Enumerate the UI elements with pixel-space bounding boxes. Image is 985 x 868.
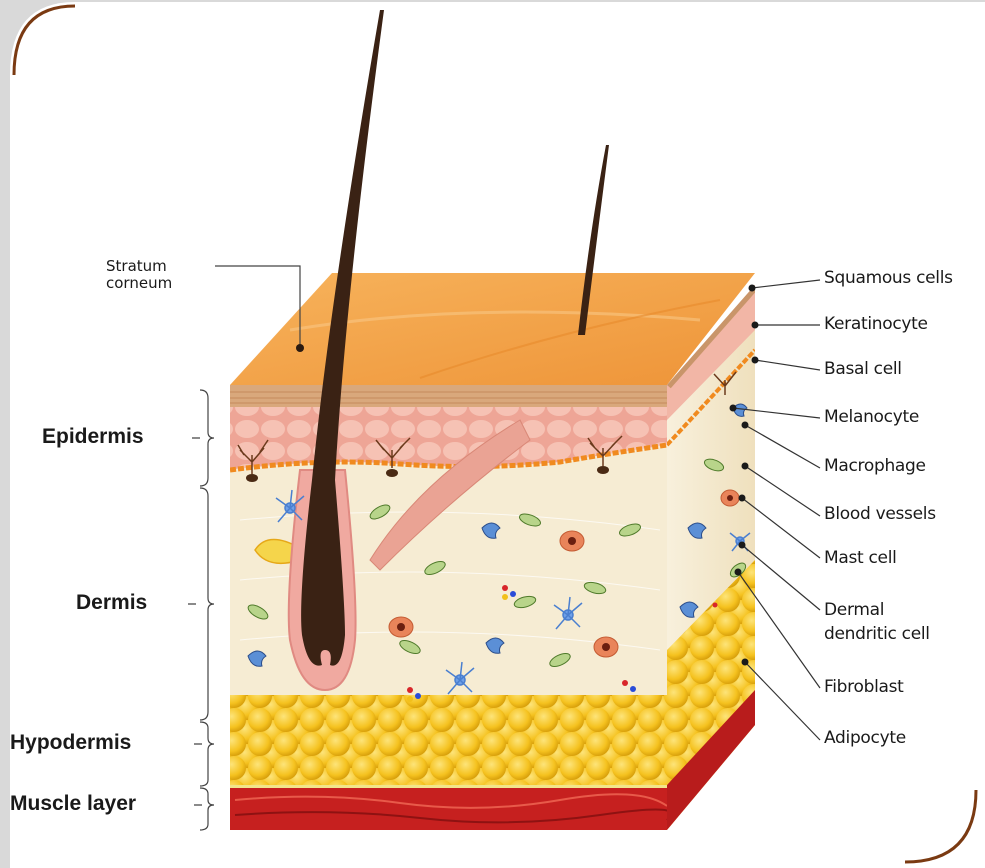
label-dermal-dendritic-cell: Dermal dendritic cell: [824, 598, 930, 646]
label-keratinocyte: Keratinocyte: [824, 314, 928, 334]
hypodermis-layer: [230, 695, 667, 785]
label-epidermis: Epidermis: [42, 425, 144, 449]
label-hypodermis: Hypodermis: [10, 731, 131, 755]
label-dermis: Dermis: [76, 591, 147, 615]
label-adipocyte: Adipocyte: [824, 728, 906, 748]
label-macrophage: Macrophage: [824, 456, 926, 476]
label-squamous-cells: Squamous cells: [824, 268, 953, 288]
stratum-corneum-layer: [230, 385, 667, 407]
label-muscle-layer: Muscle layer: [10, 792, 136, 816]
label-stratum-corneum-line2: corneum: [106, 275, 172, 292]
label-basal-cell: Basal cell: [824, 359, 902, 379]
label-dermal-dendritic-line2: dendritic cell: [824, 622, 930, 646]
label-stratum-corneum: Stratum corneum: [106, 258, 172, 292]
label-dermal-dendritic-line1: Dermal: [824, 598, 930, 622]
label-mast-cell: Mast cell: [824, 548, 897, 568]
label-fibroblast: Fibroblast: [824, 677, 904, 697]
label-melanocyte: Melanocyte: [824, 407, 919, 427]
label-stratum-corneum-line1: Stratum: [106, 258, 172, 275]
label-blood-vessels: Blood vessels: [824, 504, 936, 524]
skin-surface-top: [230, 273, 755, 385]
muscle-layer-band: [230, 787, 667, 830]
